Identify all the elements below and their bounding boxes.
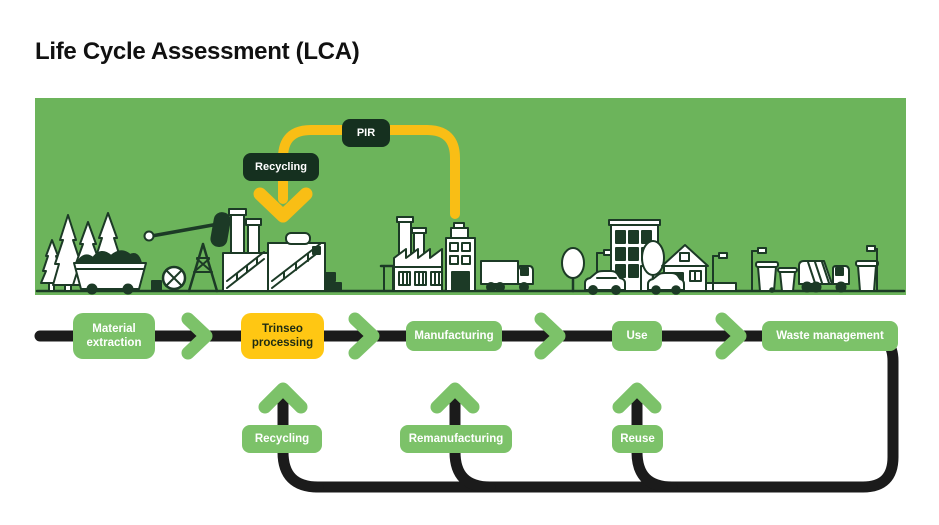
city-tree-icon (561, 247, 585, 293)
street-lamp-icon (751, 247, 767, 292)
car-icon (584, 270, 626, 295)
recycling-return-badge: Recycling (242, 425, 322, 453)
pir-badge: PIR (342, 119, 390, 147)
mine-cart-icon (73, 250, 147, 295)
stage-trinseo-processing: Trinseo processing (241, 313, 324, 359)
delivery-truck-icon (480, 260, 534, 292)
remanufacturing-up-chevron-icon (430, 382, 480, 414)
low-wall-icon (705, 282, 737, 292)
waste-bin-icon (755, 261, 779, 293)
stage-material-extraction: Material extraction (73, 313, 155, 359)
waste-bin-icon (855, 260, 879, 292)
recycling-up-chevron-icon (258, 382, 308, 414)
stage-waste-management: Waste management (762, 321, 898, 351)
recycling-loop-badge: Recycling (243, 153, 319, 181)
flow-chevron-right-icon (181, 312, 213, 360)
manufacturing-factory-icon (379, 216, 476, 292)
flow-chevron-right-icon (534, 312, 566, 360)
reuse-return-badge: Reuse (612, 425, 663, 453)
remanufacturing-return-badge: Remanufacturing (400, 425, 512, 453)
flow-line-and-waste-return-line (34, 330, 899, 493)
garbage-truck-icon (798, 260, 850, 293)
street-lamp-icon (712, 252, 728, 292)
stage-use: Use (612, 321, 662, 351)
waste-bin-icon (777, 267, 798, 292)
stage-manufacturing: Manufacturing (406, 321, 502, 351)
reuse-up-chevron-icon (612, 382, 662, 414)
flow-chevron-right-icon (348, 312, 380, 360)
street-lamp-icon (866, 245, 878, 292)
processing-plant-icon (222, 208, 342, 292)
flow-chevron-right-icon (715, 312, 747, 360)
oil-pumpjack-icon (143, 212, 231, 293)
car-icon (647, 272, 685, 295)
page-title: Life Cycle Assessment (LCA) (35, 38, 360, 65)
mine-wheel-icon (151, 265, 187, 292)
scene-banner (35, 98, 906, 295)
